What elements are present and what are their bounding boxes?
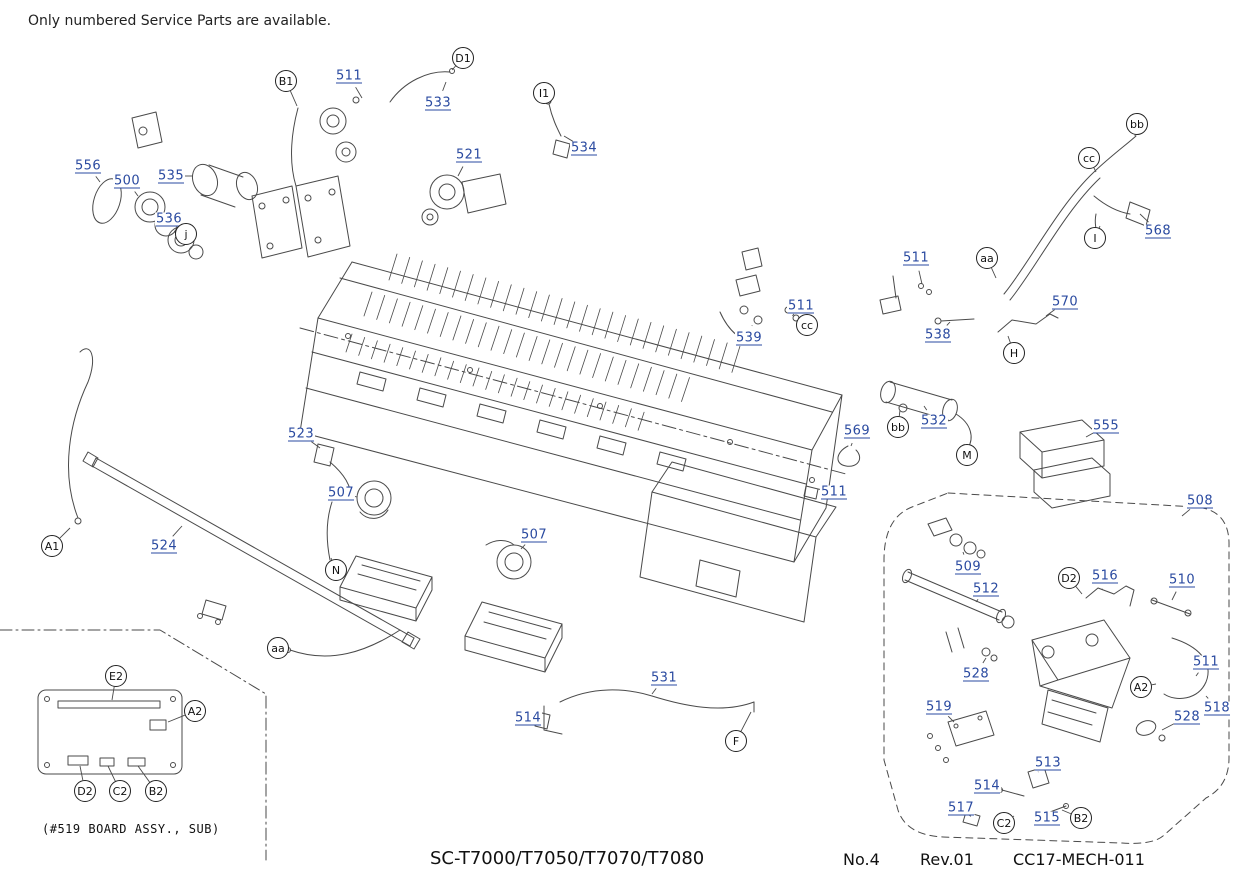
leader-lines xyxy=(59,65,1209,818)
leader-line xyxy=(311,441,321,449)
leader-line xyxy=(1045,309,1055,317)
leader-line xyxy=(520,544,526,550)
motor-gear-cluster xyxy=(92,107,351,260)
leader-line xyxy=(457,166,464,177)
edge-sensor-cable xyxy=(68,348,93,525)
leader-line xyxy=(111,686,115,701)
leader-line xyxy=(79,765,84,781)
leader-line xyxy=(918,270,923,285)
leader-line xyxy=(1151,683,1157,686)
leader-line xyxy=(547,99,550,103)
leader-line xyxy=(178,240,181,243)
leader-line xyxy=(290,90,298,107)
leader-line xyxy=(59,527,71,539)
leader-line xyxy=(923,405,928,411)
leader-line xyxy=(330,557,333,561)
leader-line xyxy=(982,657,987,664)
leader-line xyxy=(1075,586,1083,595)
leader-line xyxy=(740,711,752,732)
leader-line xyxy=(95,176,101,183)
leader-line xyxy=(991,267,997,279)
availability-note: Only numbered Service Parts are availabl… xyxy=(28,13,332,29)
leader-line xyxy=(1085,431,1095,438)
leader-line xyxy=(898,409,901,417)
leader-line xyxy=(946,321,951,326)
tension-dampers xyxy=(313,443,532,580)
leader-line xyxy=(962,551,965,555)
leader-line xyxy=(1098,225,1101,229)
leader-line xyxy=(442,81,447,92)
leader-line xyxy=(1061,809,1072,815)
sensor-bracket xyxy=(719,247,800,343)
leader-line xyxy=(967,813,972,817)
leader-line xyxy=(651,688,657,695)
ink-trays xyxy=(339,555,563,673)
leader-line xyxy=(1012,815,1015,818)
leader-line xyxy=(1181,508,1191,517)
feed-motor-cluster xyxy=(319,68,571,226)
footer-revision: Rev.01 xyxy=(920,850,974,869)
leader-line xyxy=(850,442,853,447)
leader-line xyxy=(792,313,795,317)
leader-line xyxy=(1161,722,1176,731)
leader-line xyxy=(353,495,358,498)
leader-line xyxy=(1171,591,1177,601)
leader-line xyxy=(1139,213,1149,223)
footer-doc-number: CC17-MECH-011 xyxy=(1013,850,1145,869)
printer-chassis xyxy=(299,261,847,623)
leader-line xyxy=(1205,695,1209,699)
footer-sheet-number: No.4 xyxy=(843,850,880,869)
leader-line xyxy=(975,599,979,603)
board-box xyxy=(1019,419,1111,509)
leader-line xyxy=(107,765,116,782)
leader-line xyxy=(355,86,363,99)
leader-line xyxy=(137,765,150,783)
carriage-subassembly xyxy=(883,492,1230,844)
leader-line xyxy=(947,715,955,723)
carriage-rail xyxy=(82,451,421,657)
platen-fins xyxy=(345,253,741,431)
leader-line xyxy=(167,714,185,723)
ink-tube-assembly xyxy=(879,135,1151,333)
damper-assembly xyxy=(803,380,972,500)
sub-board xyxy=(37,689,183,775)
leader-line xyxy=(1195,672,1199,677)
leader-line xyxy=(1035,811,1041,815)
leader-line xyxy=(817,488,822,491)
board-assy-note: (#519 BOARD ASSY., SUB) xyxy=(42,822,220,836)
leader-line xyxy=(1007,335,1011,343)
leader-line xyxy=(134,191,139,197)
detail-view-boundary xyxy=(0,629,267,861)
leader-line xyxy=(172,525,183,537)
leader-line xyxy=(563,135,574,142)
leader-line xyxy=(999,788,1003,791)
footer-model: SC-T7000/T7050/T7070/T7080 xyxy=(430,848,705,869)
harness xyxy=(534,689,755,735)
